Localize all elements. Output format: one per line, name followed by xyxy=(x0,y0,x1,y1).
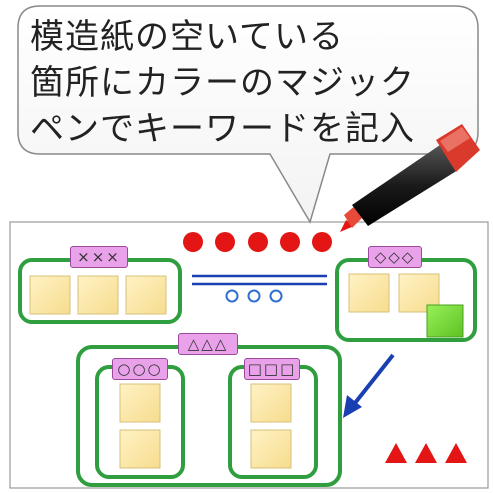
sticky-note xyxy=(125,275,167,315)
label-diamond: ◇◇◇ xyxy=(368,246,422,268)
sticky-note xyxy=(250,429,292,469)
label-triangle: △△△ xyxy=(178,333,238,355)
blue-circles xyxy=(225,289,283,303)
callout-text: 模造紙の空いている 箇所にカラーのマジック ペンでキーワードを記入 xyxy=(30,14,460,152)
red-triangles xyxy=(385,443,467,463)
marker-pen-icon xyxy=(340,124,480,232)
speech-bubble xyxy=(17,5,479,224)
label-square: □□□ xyxy=(244,358,300,380)
sticky-note xyxy=(398,273,440,313)
sticky-note xyxy=(77,275,119,315)
sticky-note xyxy=(119,429,161,469)
sticky-note xyxy=(250,383,292,423)
sticky-note xyxy=(348,273,390,313)
sticky-note xyxy=(29,275,71,315)
label-circle: ○○○ xyxy=(112,358,168,380)
arrow-icon xyxy=(343,353,395,418)
group-cross-notes xyxy=(29,275,167,315)
blue-double-line xyxy=(192,274,327,286)
callout-line-3: ペンでキーワードを記入 xyxy=(30,109,415,149)
group-square-notes xyxy=(250,383,292,469)
red-dots xyxy=(183,232,332,252)
callout-line-2: 箇所にカラーのマジック xyxy=(30,63,415,103)
callout-line-1: 模造紙の空いている xyxy=(30,17,344,57)
sticky-note xyxy=(119,383,161,423)
group-diamond-notes xyxy=(348,273,464,338)
sticky-note-green xyxy=(426,304,464,338)
label-cross: ××× xyxy=(70,246,128,268)
group-circle-notes xyxy=(119,383,161,469)
